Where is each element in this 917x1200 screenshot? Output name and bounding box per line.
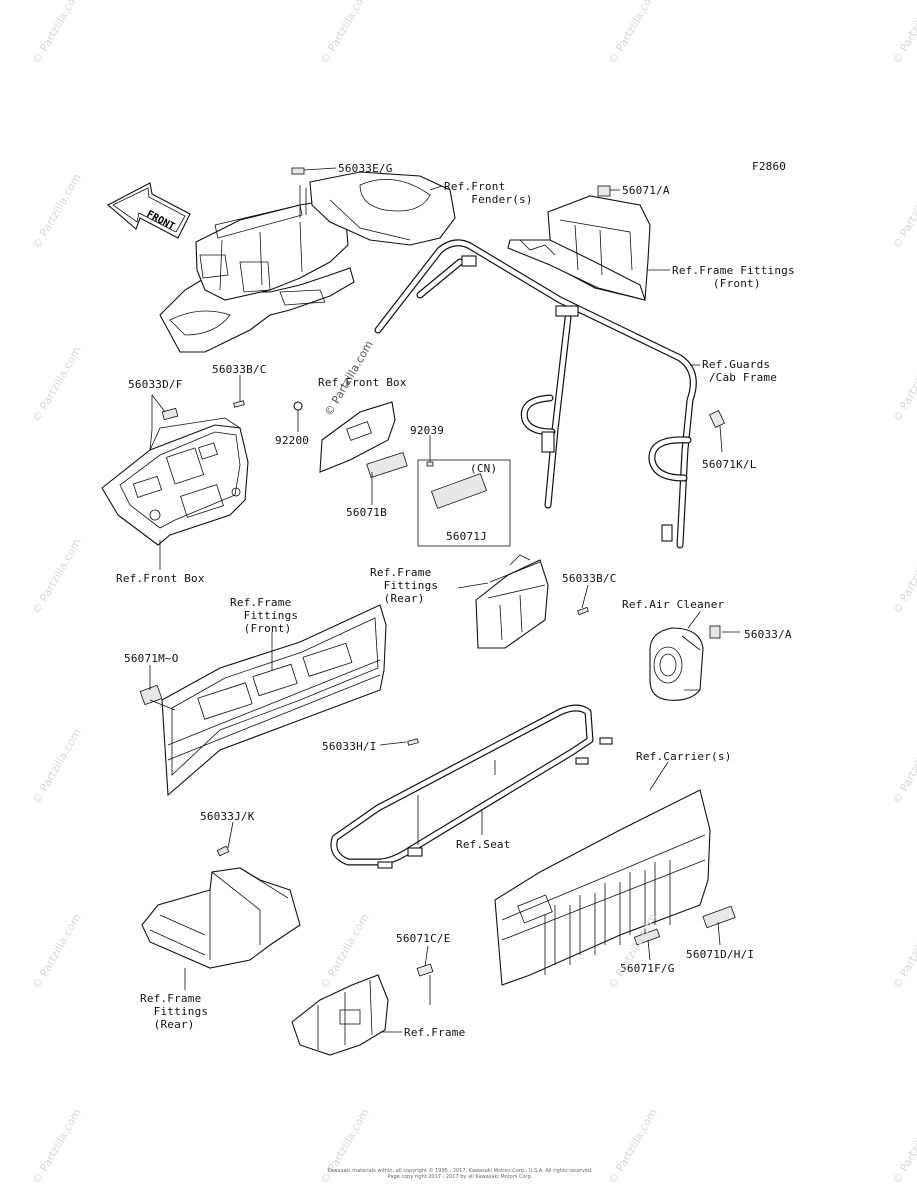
bolt-92200 (293, 401, 303, 411)
part-label-92039[interactable]: 92039 (410, 424, 445, 437)
ref-label-air-cleaner[interactable]: Ref.Air Cleaner (622, 598, 725, 611)
frame-bracket (291, 963, 434, 1056)
leader-lines (149, 167, 740, 1033)
frame-fittings-rear-mid (475, 554, 589, 649)
label-56033hi-part (407, 738, 419, 746)
ref-label-carriers[interactable]: Ref.Carrier(s) (636, 750, 732, 763)
part-label-56033a[interactable]: 56033/A (744, 628, 792, 641)
part-label-56071fg[interactable]: 56071F/G (620, 962, 675, 975)
footer-line-1: Kawasaki materials within: all copyright… (327, 1168, 593, 1174)
air-cleaner (649, 625, 721, 701)
part-label-56071b[interactable]: 56071B (346, 506, 387, 519)
ref-label-guards-cab-frame[interactable]: Ref.Guards /Cab Frame (702, 358, 778, 384)
label-56033bc-mid-part (577, 606, 589, 616)
ref-label-front-fender[interactable]: Ref.Front Fender(s) (444, 180, 533, 206)
label-56033df-part (161, 407, 179, 421)
cn-market-label: (CN) (470, 462, 498, 475)
ref-label-frame-fittings-rear-mid[interactable]: Ref.Frame Fittings (Rear) (370, 566, 439, 605)
cn-inset-box (417, 459, 511, 547)
carrier-panel (494, 789, 736, 986)
ref-label-frame-fittings-front-top[interactable]: Ref.Frame Fittings (Front) (672, 264, 795, 290)
frame-fittings-front-mid (139, 604, 387, 797)
label-56071j-part (430, 473, 488, 509)
label-56071a-part (597, 185, 611, 197)
frame-fittings-front-top (507, 185, 651, 301)
label-56033jk-part (216, 845, 230, 857)
part-label-56071ce[interactable]: 56071C/E (396, 932, 451, 945)
label-56033eg-part (291, 167, 305, 175)
label-56071b-part (366, 451, 408, 479)
label-56071mo-part (139, 684, 163, 706)
copyright-footer: Kawasaki materials within: all copyright… (300, 1168, 620, 1180)
dashboard-panel (101, 400, 249, 546)
ref-label-frame-fittings-front-mid[interactable]: Ref.Frame Fittings (Front) (230, 596, 299, 635)
part-label-56071dhi[interactable]: 56071D/H/I (686, 948, 755, 961)
footer-line-2: Page copy right 2017 - 2017 by all Kawas… (387, 1174, 533, 1180)
seat-frame (330, 704, 613, 869)
label-56033bc-top-part (233, 400, 245, 408)
part-label-56033eg[interactable]: 56033E/G (338, 162, 393, 175)
part-label-56071mo[interactable]: 56071M~O (124, 652, 179, 665)
label-56071ce-part (416, 963, 434, 977)
part-label-56033df[interactable]: 56033D/F (128, 378, 183, 391)
label-56033a-part (709, 625, 721, 639)
ref-label-frame-fittings-rear-bottom[interactable]: Ref.Frame Fittings (Rear) (140, 992, 209, 1031)
ref-label-frame[interactable]: Ref.Frame (404, 1026, 466, 1039)
part-label-56033bc-top[interactable]: 56033B/C (212, 363, 267, 376)
cab-frame-guards (374, 239, 726, 549)
part-label-92200[interactable]: 92200 (275, 434, 310, 447)
clip-92039 (426, 461, 434, 467)
label-56071kl-part (708, 410, 726, 428)
part-label-56033hi[interactable]: 56033H/I (322, 740, 377, 753)
ref-label-front-box-top[interactable]: Ref.Front Box (318, 376, 407, 389)
frame-fittings-rear-bottom (141, 845, 301, 969)
part-label-56033jk[interactable]: 56033J/K (200, 810, 255, 823)
front-direction-arrow: FRONT (107, 182, 191, 239)
part-label-56071kl[interactable]: 56071K/L (702, 458, 757, 471)
part-label-56033bc-mid[interactable]: 56033B/C (562, 572, 617, 585)
figure-code: F2860 (752, 160, 787, 173)
front-box (293, 401, 511, 547)
ref-label-front-box-bottom[interactable]: Ref.Front Box (116, 572, 205, 585)
label-56071dhi-part (702, 905, 736, 929)
ref-label-seat[interactable]: Ref.Seat (456, 838, 511, 851)
part-label-56071a[interactable]: 56071/A (622, 184, 670, 197)
front-body-hood (159, 167, 456, 353)
part-label-56071j[interactable]: 56071J (446, 530, 487, 543)
